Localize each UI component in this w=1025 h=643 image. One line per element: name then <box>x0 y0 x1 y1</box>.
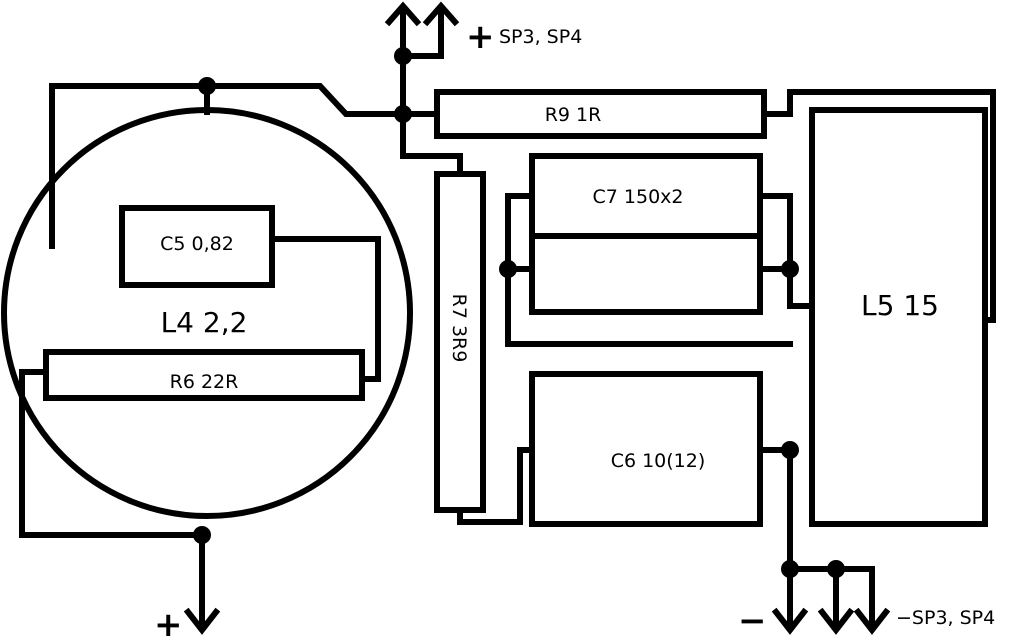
r6-resistor <box>43 349 365 401</box>
minus-output-symbol: − <box>738 601 767 641</box>
l5-inductor <box>809 107 988 527</box>
junction-nodes <box>193 47 845 578</box>
plus-output-symbol: + <box>466 17 495 57</box>
plus-output-label: SP3, SP4 <box>499 26 582 48</box>
c6-capacitor <box>529 371 763 527</box>
junction-node <box>394 47 412 65</box>
c5-label: C5 0,82 <box>160 233 234 255</box>
minus-output-label: −SP3, SP4 <box>896 607 995 629</box>
r7-resistor <box>434 171 486 513</box>
junction-node <box>781 441 799 459</box>
c5-capacitor <box>119 205 275 288</box>
r7-label: R7 3R9 <box>448 294 470 363</box>
junction-node <box>827 560 845 578</box>
junction-node <box>394 105 412 123</box>
l5-label: L5 15 <box>861 289 939 322</box>
c7-label: C7 150x2 <box>593 186 684 208</box>
r9-resistor <box>434 89 767 139</box>
plus-input-symbol: + <box>154 605 183 643</box>
junction-node <box>781 260 799 278</box>
c6-label: C6 10(12) <box>611 450 706 472</box>
r6-label: R6 22R <box>170 371 239 393</box>
junction-node <box>499 260 517 278</box>
junction-node <box>198 77 216 95</box>
r9-label: R9 1R <box>545 104 602 126</box>
l4-label: L4 2,2 <box>161 306 248 339</box>
junction-node <box>781 560 799 578</box>
junction-node <box>193 526 211 544</box>
